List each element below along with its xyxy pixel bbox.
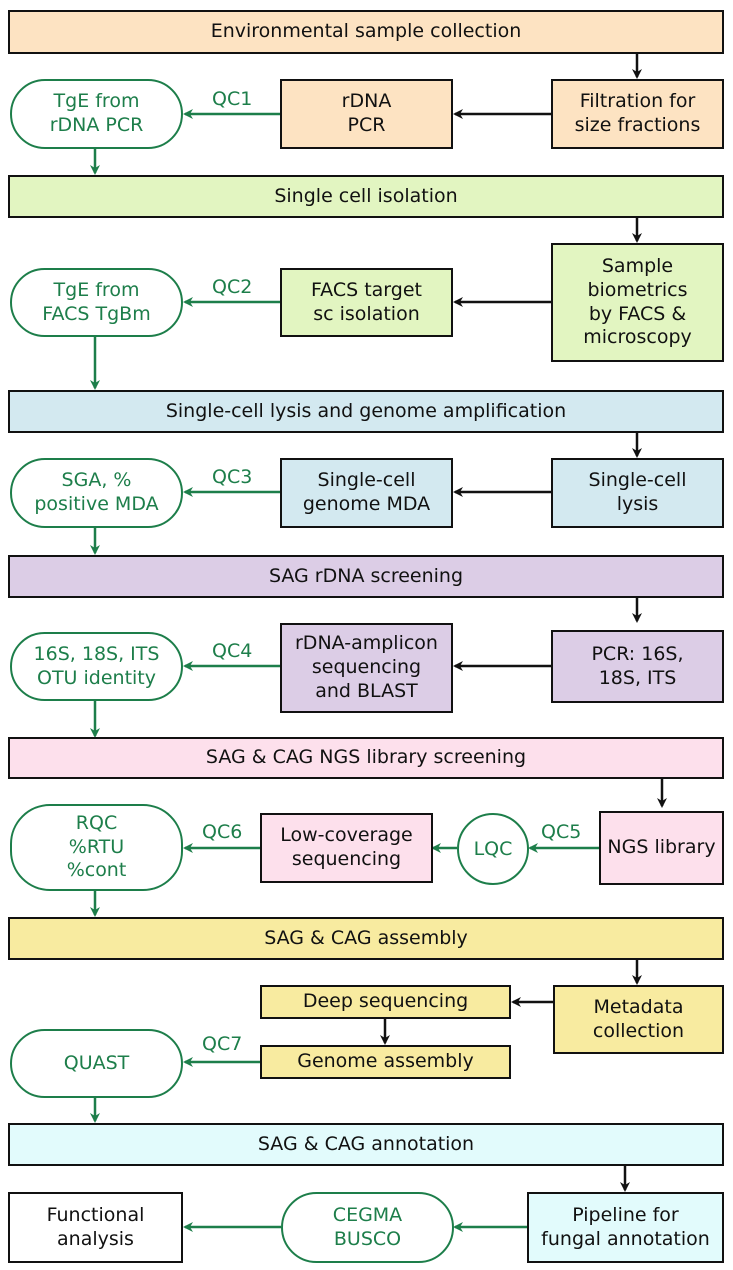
qc-result-tge-rdna: TgE from rDNA PCR (10, 79, 183, 149)
step-facs-target: FACS target sc isolation (280, 268, 453, 337)
stage-banner-rdna-screening: SAG rDNA screening (8, 555, 724, 598)
qc-label-6: QC6 (202, 821, 243, 843)
lqc-label: LQC (473, 838, 513, 860)
stage-title: SAG & CAG NGS library screening (205, 746, 527, 769)
qc-result-label: CEGMA BUSCO (332, 1203, 403, 1250)
stage-title: SAG rDNA screening (268, 564, 464, 587)
stage-title: SAG & CAG annotation (257, 1132, 475, 1155)
step-pcr-16s-18s-its: PCR: 16S, 18S, ITS (551, 630, 724, 703)
qc-result-label: 16S, 18S, ITS OTU identity (33, 642, 160, 689)
step-label: Single-cell genome MDA (302, 469, 431, 515)
qc-result-label: TgE from rDNA PCR (49, 90, 144, 136)
qc-result-cegma-busco: CEGMA BUSCO (281, 1192, 454, 1263)
step-fungal-annotation-pipeline: Pipeline for fungal annotation (527, 1192, 724, 1263)
stage-title: Single cell isolation (274, 184, 458, 207)
qc-label-7: QC7 (202, 1033, 243, 1055)
qc-result-label: SGA, % positive MDA (34, 469, 159, 515)
qc-result-label: RQC %RTU %cont (66, 811, 127, 882)
stage-title: Environmental sample collection (210, 20, 522, 43)
lqc-node: LQC (457, 813, 529, 885)
step-label: Single-cell lysis (588, 469, 687, 515)
step-label: Genome assembly (297, 1050, 474, 1073)
step-rdna-pcr: rDNA PCR (280, 79, 453, 149)
step-label: Functional analysis (46, 1203, 145, 1250)
qc-result-rqc: RQC %RTU %cont (10, 804, 183, 891)
step-label: NGS library (607, 836, 716, 859)
stage-banner-assembly: SAG & CAG assembly (8, 917, 724, 960)
qc-result-label: QUAST (63, 1051, 130, 1074)
qc-label-5: QC5 (541, 821, 582, 843)
stage-banner-lysis-amplification: Single-cell lysis and genome amplificati… (8, 390, 724, 433)
step-sample-biometrics: Sample biometrics by FACS & microscopy (551, 243, 724, 362)
step-genome-assembly: Genome assembly (260, 1045, 511, 1079)
qc-result-sga: SGA, % positive MDA (10, 458, 183, 528)
qc-label-4: QC4 (212, 640, 253, 662)
stage-banner-annotation: SAG & CAG annotation (8, 1123, 724, 1166)
step-label: rDNA PCR (341, 90, 392, 136)
step-label: Metadata collection (592, 995, 685, 1042)
step-genome-mda: Single-cell genome MDA (280, 458, 453, 528)
stage-title: Single-cell lysis and genome amplificati… (165, 399, 567, 422)
step-ngs-library: NGS library (599, 811, 724, 885)
qc-label-1: QC1 (212, 88, 253, 110)
stage-banner-single-cell-isolation: Single cell isolation (8, 175, 724, 218)
qc-label-3: QC3 (212, 466, 253, 488)
step-label: PCR: 16S, 18S, ITS (591, 642, 684, 689)
stage-banner-sample-collection: Environmental sample collection (8, 10, 724, 54)
step-functional-analysis: Functional analysis (8, 1192, 183, 1263)
step-label: rDNA-amplicon sequencing and BLAST (295, 632, 438, 702)
qc-result-otu-identity: 16S, 18S, ITS OTU identity (10, 632, 183, 701)
qc-label-2: QC2 (212, 276, 253, 298)
step-metadata-collection: Metadata collection (553, 985, 724, 1054)
step-amplicon-sequencing: rDNA-amplicon sequencing and BLAST (280, 623, 453, 713)
step-label: Filtration for size fractions (574, 90, 701, 136)
stage-title: SAG & CAG assembly (264, 926, 468, 949)
step-label: Sample biometrics by FACS & microscopy (583, 255, 692, 349)
step-label: Pipeline for fungal annotation (541, 1203, 710, 1250)
qc-result-quast: QUAST (10, 1029, 183, 1098)
step-deep-sequencing: Deep sequencing (260, 985, 511, 1019)
step-label: Low-coverage sequencing (280, 824, 413, 870)
step-low-coverage-sequencing: Low-coverage sequencing (260, 813, 433, 883)
step-filtration: Filtration for size fractions (551, 79, 724, 149)
step-label: Deep sequencing (302, 990, 469, 1013)
stage-banner-ngs-library-screening: SAG & CAG NGS library screening (8, 737, 724, 779)
step-label: FACS target sc isolation (311, 278, 422, 325)
qc-result-tge-facs: TgE from FACS TgBm (10, 268, 183, 337)
step-single-cell-lysis: Single-cell lysis (551, 458, 724, 528)
qc-result-label: TgE from FACS TgBm (42, 278, 151, 325)
